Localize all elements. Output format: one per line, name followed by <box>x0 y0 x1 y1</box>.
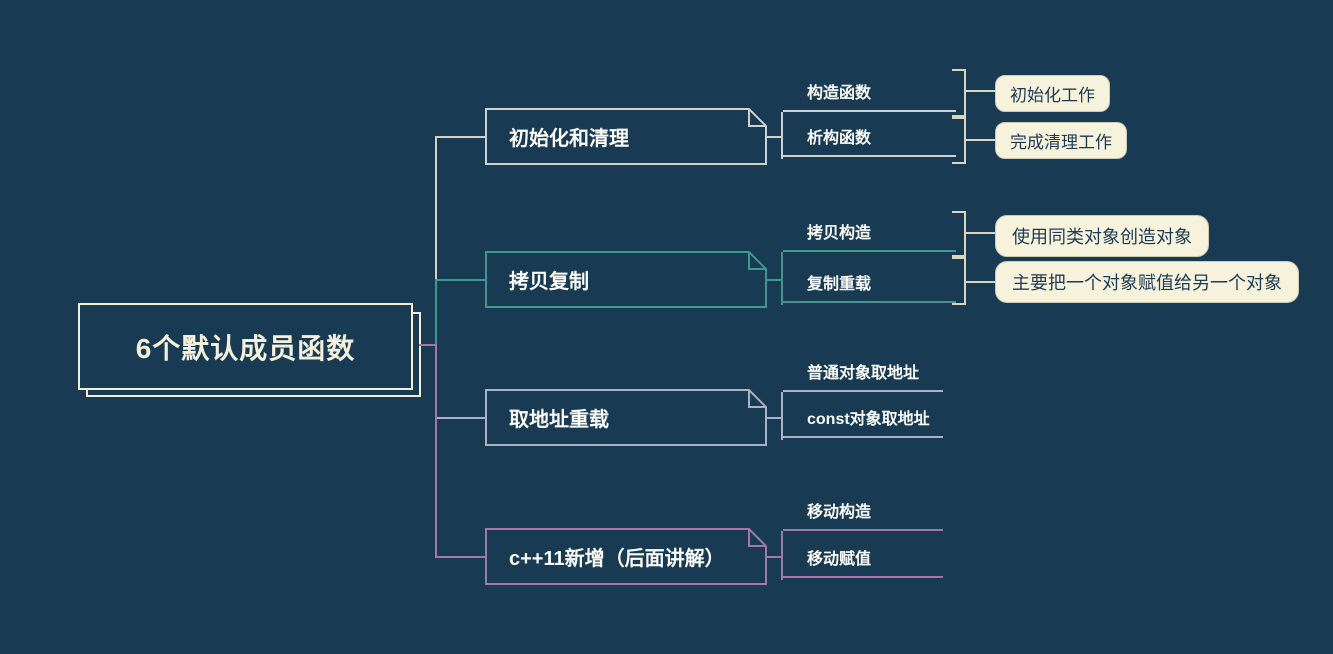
note-shape-icon <box>485 251 767 308</box>
connector-sub <box>766 417 782 419</box>
subtopic-move-ctor[interactable]: 移动构造 <box>783 497 943 531</box>
root-node-label: 6个默认成员函数 <box>135 332 356 364</box>
connector-callout <box>964 139 995 141</box>
connector-branch-1 <box>437 136 485 138</box>
summary-bracket <box>952 211 966 257</box>
summary-bracket <box>952 69 966 117</box>
connector-callout <box>964 281 995 283</box>
callout-init-work[interactable]: 初始化工作 <box>995 75 1110 112</box>
subtopic-assign-overload[interactable]: 复制重载 <box>783 269 956 303</box>
callout-cleanup-work[interactable]: 完成清理工作 <box>995 122 1127 159</box>
branch-node-cpp11[interactable]: c++11新增（后面讲解） <box>485 528 767 585</box>
connector-branch-4 <box>437 556 485 558</box>
branch-node-copy[interactable]: 拷贝复制 <box>485 251 767 308</box>
note-shape-icon <box>485 389 767 446</box>
connector-sub <box>781 392 783 440</box>
branch-label: 拷贝复制 <box>509 271 589 293</box>
branch-label: 初始化和清理 <box>509 128 629 150</box>
connector-sub <box>781 531 783 580</box>
connector-trunk-middle <box>435 279 437 346</box>
connector-callout <box>964 90 995 92</box>
callout-assign-object[interactable]: 主要把一个对象赋值给另一个对象 <box>995 261 1299 303</box>
connector-sub <box>781 252 783 305</box>
branch-node-addressof[interactable]: 取地址重载 <box>485 389 767 446</box>
subtopic-normal-addressof[interactable]: 普通对象取地址 <box>783 358 943 392</box>
note-shape-icon <box>485 528 767 585</box>
branch-node-init-cleanup[interactable]: 初始化和清理 <box>485 108 767 165</box>
connector-branch-2 <box>437 279 485 281</box>
subtopic-constructor[interactable]: 构造函数 <box>783 78 956 112</box>
connector-sub <box>766 556 782 558</box>
root-node[interactable]: 6个默认成员函数 <box>78 303 413 390</box>
connector-callout <box>964 232 995 234</box>
connector-root-trunk <box>419 344 437 346</box>
connector-sub <box>766 136 782 138</box>
connector-branch-3 <box>437 417 485 419</box>
branch-label: 取地址重载 <box>509 409 609 431</box>
callout-copy-create[interactable]: 使用同类对象创造对象 <box>995 215 1209 257</box>
subtopic-const-addressof[interactable]: const对象取地址 <box>783 404 943 438</box>
connector-trunk-upper <box>435 136 437 280</box>
branch-label: c++11新增（后面讲解） <box>509 548 725 570</box>
subtopic-copy-ctor[interactable]: 拷贝构造 <box>783 218 956 252</box>
connector-sub <box>766 279 782 281</box>
note-shape-icon <box>485 108 767 165</box>
subtopic-move-assign[interactable]: 移动赋值 <box>783 544 943 578</box>
connector-sub <box>781 112 783 159</box>
connector-trunk-lower <box>435 344 437 558</box>
subtopic-destructor[interactable]: 析构函数 <box>783 123 956 157</box>
